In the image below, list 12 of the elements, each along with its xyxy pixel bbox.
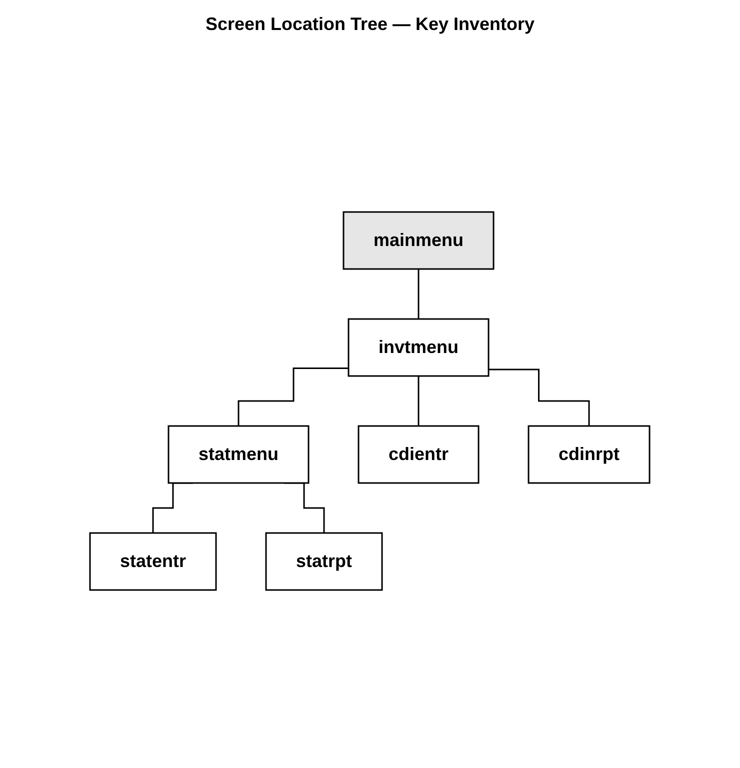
node-box: cdientr — [358, 425, 480, 484]
connector — [238, 368, 349, 427]
connector — [488, 368, 590, 427]
node-box: statentr — [89, 532, 217, 591]
diagram-title: Screen Location Tree — Key Inventory — [204, 14, 536, 35]
node-box: cdinrpt — [528, 425, 651, 484]
connector — [418, 268, 420, 320]
node-box: statrpt — [266, 532, 383, 591]
connector — [418, 375, 420, 427]
node-box: invtmenu — [348, 318, 490, 377]
node-box: statmenu — [168, 425, 310, 484]
node-box: mainmenu — [343, 211, 495, 270]
